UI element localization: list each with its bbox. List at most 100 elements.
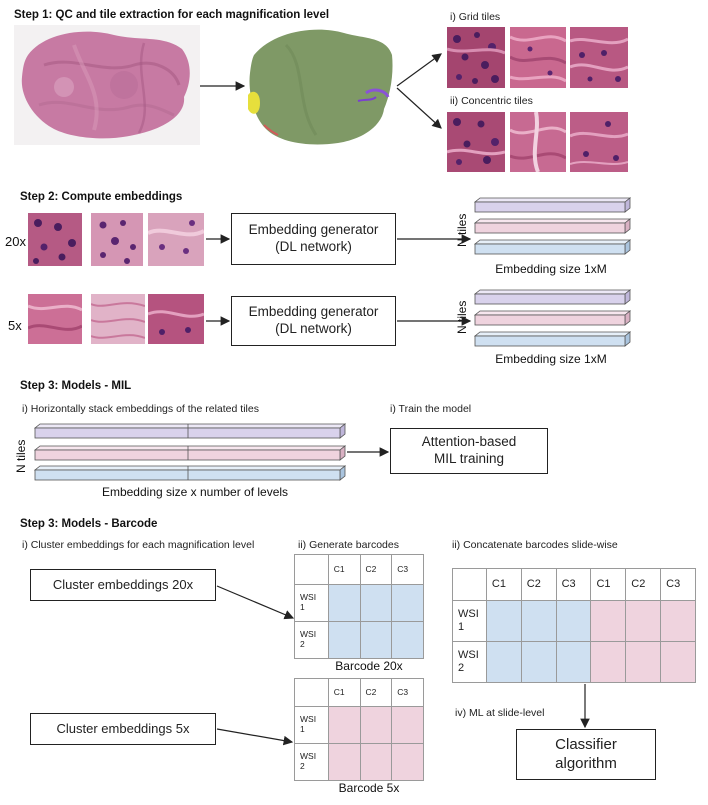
barcode-cell (520, 641, 557, 683)
row-label-line: WSI (458, 608, 479, 621)
embedding-bars-5x (473, 289, 632, 347)
row-label-line: WSI (300, 751, 317, 762)
barcode-cell (327, 621, 361, 659)
grid-tiles-label: i) Grid tiles (450, 11, 501, 23)
whole-slide-image (14, 25, 200, 145)
attention-mil-line1: Attention-based (421, 434, 517, 450)
step3-barcode-title: Step 3: Models - Barcode (20, 518, 158, 530)
row-label-line: WSI (300, 629, 317, 640)
ml-slide-level-label: iv) ML at slide-level (455, 707, 545, 719)
concentric-tile-1 (447, 112, 505, 172)
barcode-cell (359, 621, 393, 659)
barcode-cell (391, 621, 424, 659)
mil-stacked-bars (33, 423, 347, 481)
barcode-20x-col-c1: C1 (327, 554, 361, 585)
tile-5x-3 (148, 294, 204, 344)
cluster-20x-text: Cluster embeddings 20x (52, 576, 194, 592)
concentric-tiles-label: ii) Concentric tiles (450, 95, 533, 107)
barcode-cell (391, 743, 424, 781)
tile-5x-1 (28, 294, 82, 344)
barcode-cell (590, 600, 627, 642)
barcode-cell (359, 743, 393, 781)
tile-20x-2 (91, 213, 143, 266)
cluster-20x-box: Cluster embeddings 20x (30, 569, 216, 601)
train-model-label: i) Train the model (390, 403, 472, 415)
barcode-cell (625, 641, 662, 683)
barcode-cell (590, 641, 627, 683)
cluster-embeddings-label: i) Cluster embeddings for each magnifica… (22, 539, 255, 551)
embedding-size-levels-label: Embedding size x number of levels (101, 485, 289, 499)
concatenate-barcodes-label: ii) Concatenate barcodes slide-wise (452, 539, 618, 551)
concat-col-c1b: C1 (590, 568, 627, 601)
embedding-size-5x-label: Embedding size 1xM (495, 352, 607, 366)
attention-mil-line2: MIL training (433, 451, 505, 466)
barcode-5x-col-c3: C3 (391, 678, 424, 707)
barcode-cell (660, 641, 696, 683)
classifier-line1: Classifier (555, 735, 617, 753)
barcode-cell (327, 584, 361, 622)
n-tiles-mil-label: N tiles (14, 439, 28, 473)
magnification-20x-label: 20x (5, 234, 26, 249)
n-tiles-5x-label: N tiles (455, 300, 469, 334)
barcode-20x-col-c2: C2 (359, 554, 393, 585)
arrow-mask-to-concentric (396, 87, 442, 129)
concat-col-c2: C2 (520, 568, 557, 601)
barcode-cell (485, 641, 522, 683)
barcode-cell (485, 600, 522, 642)
barcode-5x-caption: Barcode 5x (338, 781, 400, 795)
generate-barcodes-label: ii) Generate barcodes (298, 539, 399, 551)
barcode-cell (359, 706, 393, 744)
step2-title: Step 2: Compute embeddings (20, 191, 183, 203)
row-label-line: WSI (458, 649, 479, 662)
embedding-generator-20x-box: Embedding generator (DL network) (231, 213, 396, 265)
barcode-5x-col-c1: C1 (327, 678, 361, 707)
embedding-generator-5x-line1: Embedding generator (248, 304, 379, 320)
barcode-20x-caption: Barcode 20x (335, 659, 403, 673)
arrow-cluster5-to-barcode (216, 728, 294, 746)
barcode-cell (520, 600, 557, 642)
row-label-line: 1 (458, 621, 465, 633)
qc-mask-image (246, 25, 394, 149)
barcode-cell (327, 706, 361, 744)
stack-embeddings-label: i) Horizontally stack embeddings of the … (22, 403, 259, 415)
concentric-tile-3 (570, 112, 628, 172)
row-label-line: 2 (300, 639, 305, 649)
classifier-box: Classifier algorithm (516, 729, 656, 780)
embedding-generator-5x-box: Embedding generator (DL network) (231, 296, 396, 346)
step1-title: Step 1: QC and tile extraction for each … (14, 9, 330, 21)
barcode-cell (391, 706, 424, 744)
row-label-line: WSI (300, 714, 317, 725)
n-tiles-20x-label: N tiles (455, 213, 469, 247)
tile-20x-1 (28, 213, 82, 266)
arrow-mask-to-grid (396, 53, 442, 87)
concat-corner (452, 568, 487, 601)
concat-col-c2b: C2 (625, 568, 662, 601)
barcode-cell (555, 641, 592, 683)
magnification-5x-label: 5x (8, 318, 22, 333)
barcode-cell (660, 600, 696, 642)
concat-col-c1: C1 (485, 568, 522, 601)
barcode-cell (555, 600, 592, 642)
arrow-cluster20-to-barcode (216, 585, 295, 620)
embedding-generator-5x-line2: (DL network) (275, 321, 352, 336)
row-label-line: 2 (300, 761, 305, 771)
tile-5x-2 (91, 294, 145, 344)
barcode-cell (625, 600, 662, 642)
grid-tile-2 (510, 27, 566, 88)
classifier-line2: algorithm (555, 754, 617, 772)
cluster-5x-box: Cluster embeddings 5x (30, 713, 216, 745)
cluster-5x-text: Cluster embeddings 5x (56, 720, 190, 736)
embedding-generator-20x-line2: (DL network) (275, 239, 352, 254)
row-label-line: 1 (300, 602, 305, 612)
barcode-5x-corner (294, 678, 329, 707)
attention-mil-box: Attention-based MIL training (390, 428, 548, 474)
barcode-cell (391, 584, 424, 622)
